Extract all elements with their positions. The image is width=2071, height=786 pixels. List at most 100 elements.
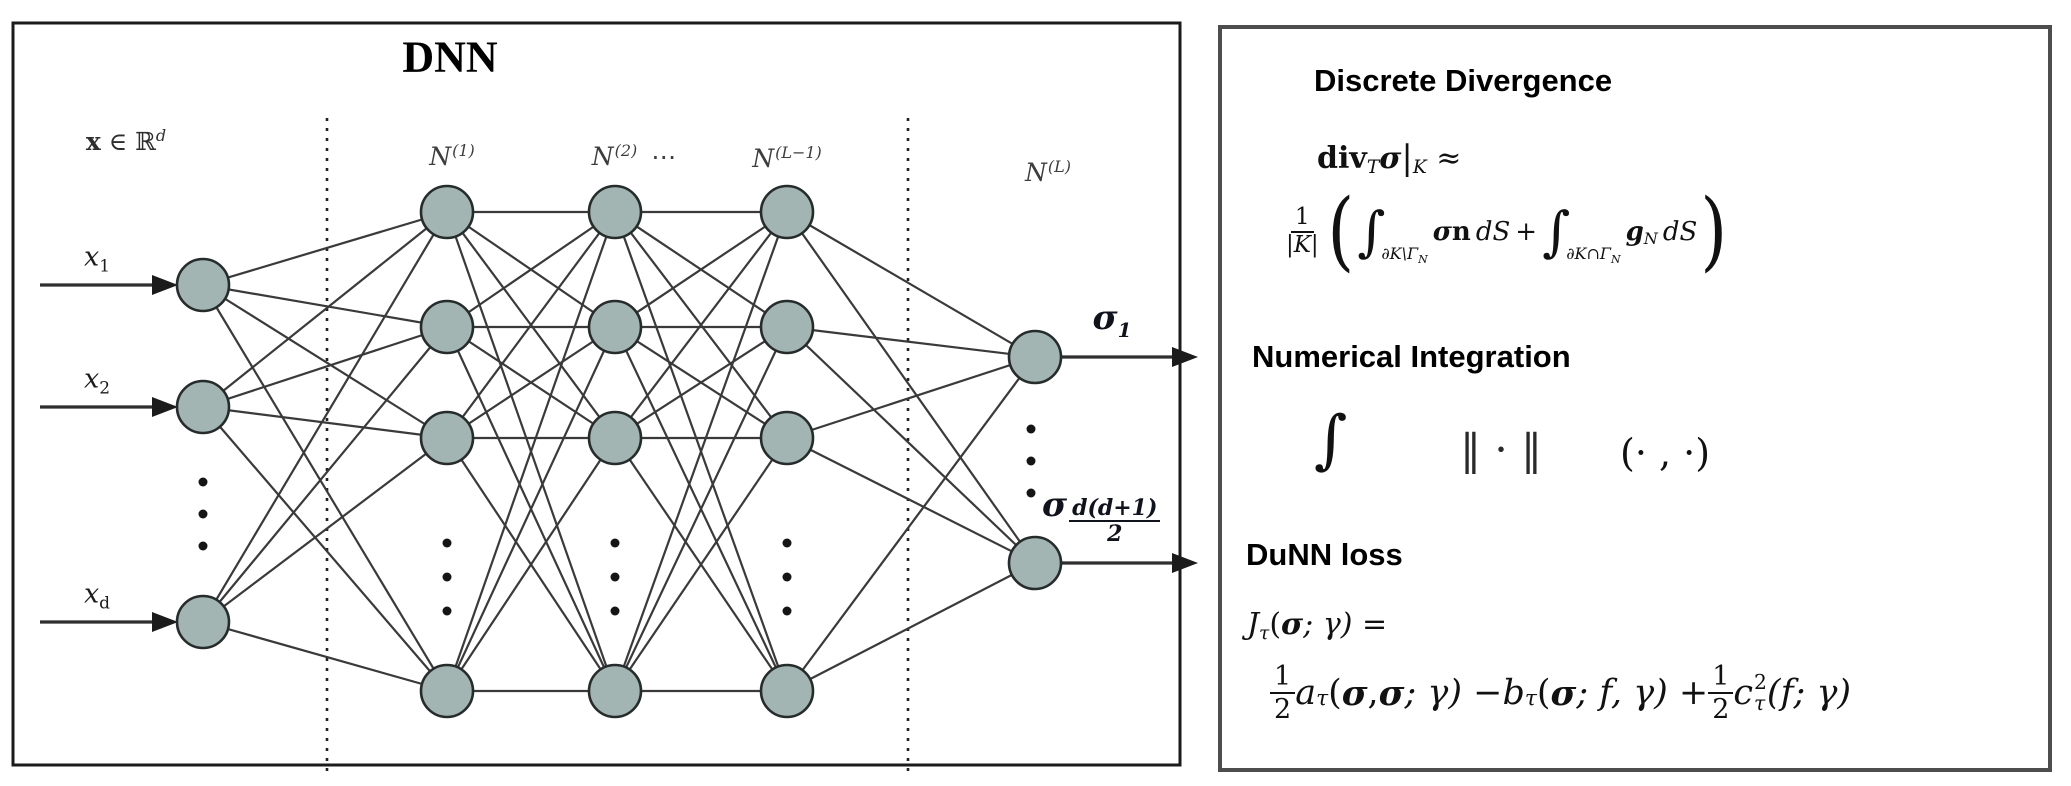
layer-label-3: N(L−1) — [752, 143, 822, 173]
term-a-sub: τ — [1316, 685, 1329, 711]
network-edge — [613, 211, 789, 692]
network-node — [587, 299, 643, 355]
network-edge — [202, 405, 448, 440]
x1-sub: 1 — [99, 256, 111, 277]
term-a-sigma2: σ — [1378, 672, 1405, 714]
network-edge — [786, 211, 1036, 564]
network-edge — [202, 283, 448, 329]
big-right-paren: ) — [1700, 181, 1728, 281]
network-edge — [446, 211, 616, 328]
ellipsis-dot — [1026, 456, 1036, 466]
ellipsis-dot — [610, 538, 620, 548]
term-a-sigma1: σ — [1341, 672, 1368, 714]
network-edge — [202, 210, 448, 287]
heading-numerical-integration: Numerical Integration — [1252, 339, 1571, 374]
network-edge — [446, 326, 616, 692]
coef-num: 1 — [1291, 205, 1314, 233]
output-arrow-head — [1172, 347, 1198, 367]
network-edge — [446, 326, 616, 439]
network-edge — [202, 211, 448, 408]
layer-label-4: N(L) — [1025, 157, 1071, 187]
input-vector-symbol: x — [85, 127, 101, 157]
ellipsis-dot — [442, 572, 452, 582]
network-edge — [202, 437, 448, 623]
integral-1-domain-sub: N — [1418, 252, 1428, 266]
xd-base: x — [83, 578, 100, 610]
network-edge — [202, 284, 448, 439]
term-a-comma: , — [1367, 673, 1379, 714]
input-label-x1: x1 — [84, 241, 110, 276]
heading-discrete-divergence: Discrete Divergence — [1314, 63, 1613, 98]
divergence-definition: divTσ|K ≈ — [1317, 137, 1461, 178]
network-edge — [786, 325, 1036, 359]
ellipsis-dot — [782, 538, 792, 548]
network-edge — [446, 211, 616, 439]
network-node — [175, 379, 231, 435]
ellipsis-dot — [782, 572, 792, 582]
loss-lhs-close: ; γ) = — [1303, 607, 1388, 642]
network-node — [1007, 329, 1063, 385]
network-edge — [445, 211, 617, 692]
input-label-xd: xd — [84, 578, 110, 613]
half1-den: 2 — [1274, 694, 1292, 726]
layer-ellipsis: ⋯ — [651, 142, 677, 172]
inner-product-symbol: (· , ·) — [1620, 431, 1711, 475]
x2-sub: 2 — [99, 378, 111, 399]
input-label-x2: x2 — [84, 363, 110, 398]
coefficient-fraction: 1 |K| — [1286, 205, 1319, 258]
network-node — [587, 663, 643, 719]
term-c-sub: τ — [1754, 691, 1766, 716]
x1-base: x — [83, 241, 100, 273]
network-node — [587, 410, 643, 466]
coef-den: |K| — [1286, 231, 1319, 258]
term-b-open: ( — [1536, 673, 1551, 714]
sigma-last-base: σ — [1042, 485, 1068, 525]
network-edge — [614, 211, 788, 439]
layer-2-base: N — [591, 142, 614, 172]
network-edge — [786, 437, 1036, 564]
network-edge — [202, 325, 448, 409]
restriction-bar: | — [1401, 138, 1413, 178]
ellipsis-dot — [610, 606, 620, 616]
integrand-2-g-sub: N — [1643, 228, 1658, 248]
term-b: b — [1502, 673, 1525, 714]
network-node — [419, 184, 475, 240]
ellipsis-dot — [442, 538, 452, 548]
loss-lhs-sigma: σ — [1281, 607, 1304, 642]
network-node — [759, 299, 815, 355]
ellipsis-dot — [198, 477, 208, 487]
loss-J-sub: τ — [1259, 622, 1270, 644]
layer-4-sup: (L) — [1047, 156, 1071, 176]
sigma1-sub: 1 — [1117, 317, 1132, 342]
network-edge — [786, 326, 1036, 564]
network-edge — [614, 211, 788, 328]
integral-2: ∫ ∂K∩ΓN — [1542, 198, 1621, 266]
network-edge — [786, 355, 1036, 440]
input-space-set: ∈ ℝ — [100, 127, 156, 157]
layer-1-sup: (1) — [452, 140, 475, 160]
layer-3-sup: (L−1) — [775, 142, 822, 162]
term-b-sigma: σ — [1550, 672, 1577, 714]
input-arrow-head — [152, 397, 178, 417]
input-arrow-head — [152, 612, 178, 632]
ellipsis-dot — [1026, 488, 1036, 498]
output-arrow-head — [1172, 553, 1198, 573]
half-fraction-2: 1 2 — [1708, 661, 1734, 725]
ellipsis-dot — [198, 541, 208, 551]
network-edge — [202, 284, 448, 692]
network-edge — [202, 620, 448, 693]
output-label-sigma-last: σ d(d+1) 2 — [1042, 485, 1161, 547]
half1-num: 1 — [1270, 661, 1296, 695]
term-c-sup: 2 — [1754, 669, 1767, 694]
integral-2-sign: ∫ — [1542, 199, 1571, 263]
term-c-args: (f; γ) — [1766, 673, 1852, 714]
plus-sign: + — [1515, 216, 1538, 247]
xd-sub: d — [99, 593, 111, 614]
sigma-last-frac-den: 2 — [1107, 521, 1123, 547]
network-edge — [614, 326, 788, 692]
layer-label-2: N(2)⋯ — [592, 141, 677, 171]
